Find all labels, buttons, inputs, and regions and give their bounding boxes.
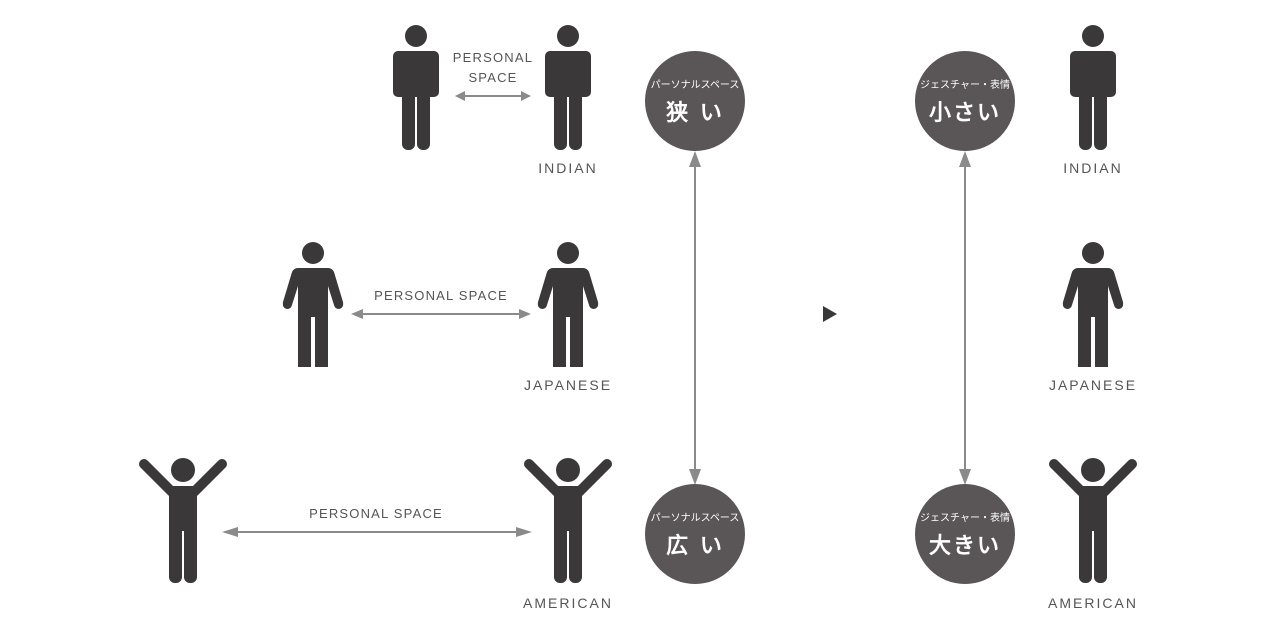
personal-space-label-indian: PERSONAL SPACE — [452, 50, 534, 85]
vertical-double-arrow-icon-left — [689, 151, 701, 485]
personal-space-label-american: PERSONAL SPACE — [309, 506, 443, 521]
triangle-right-icon — [823, 306, 837, 322]
double-arrow-icon-american — [222, 527, 532, 537]
person-icon-american-left — [138, 458, 228, 583]
vertical-double-arrow-icon-right — [959, 151, 971, 485]
nationality-label-japanese: JAPANESE — [1048, 377, 1138, 393]
double-arrow-icon-japanese — [351, 309, 531, 319]
personal-space-label-japanese: PERSONAL SPACE — [374, 288, 508, 303]
nationality-label-japanese: JAPANESE — [523, 377, 613, 393]
nationality-label-indian: INDIAN — [1063, 160, 1123, 176]
scale-value: 小さい — [928, 100, 1001, 126]
person-icon-japanese — [1062, 242, 1124, 367]
scale-circle-personal-space-wide: パーソナルスペース 広 い — [645, 484, 745, 584]
scale-circle-gesture-small: ジェスチャー・表情 小さい — [915, 51, 1015, 151]
person-icon-indian-right — [545, 25, 591, 150]
double-arrow-icon-indian — [455, 91, 531, 101]
scale-circle-personal-space-narrow: パーソナルスペース 狭 い — [645, 51, 745, 151]
person-icon-indian — [1070, 25, 1116, 150]
scale-subtitle: パーソナルスペース — [650, 79, 740, 91]
person-icon-american-right — [523, 458, 613, 583]
scale-subtitle: ジェスチャー・表情 — [920, 79, 1010, 91]
nationality-label-american: AMERICAN — [523, 595, 613, 611]
scale-subtitle: パーソナルスペース — [650, 512, 740, 524]
scale-value: 広 い — [666, 533, 724, 559]
scale-subtitle: ジェスチャー・表情 — [920, 512, 1010, 524]
person-icon-japanese-left — [282, 242, 344, 367]
scale-circle-gesture-large: ジェスチャー・表情 大きい — [915, 484, 1015, 584]
nationality-label-indian: INDIAN — [538, 160, 598, 176]
scale-value: 大きい — [928, 533, 1001, 559]
person-icon-indian-left — [393, 25, 439, 150]
scale-value: 狭 い — [666, 100, 724, 126]
person-icon-japanese-right — [537, 242, 599, 367]
person-icon-american — [1048, 458, 1138, 583]
nationality-label-american: AMERICAN — [1048, 595, 1138, 611]
